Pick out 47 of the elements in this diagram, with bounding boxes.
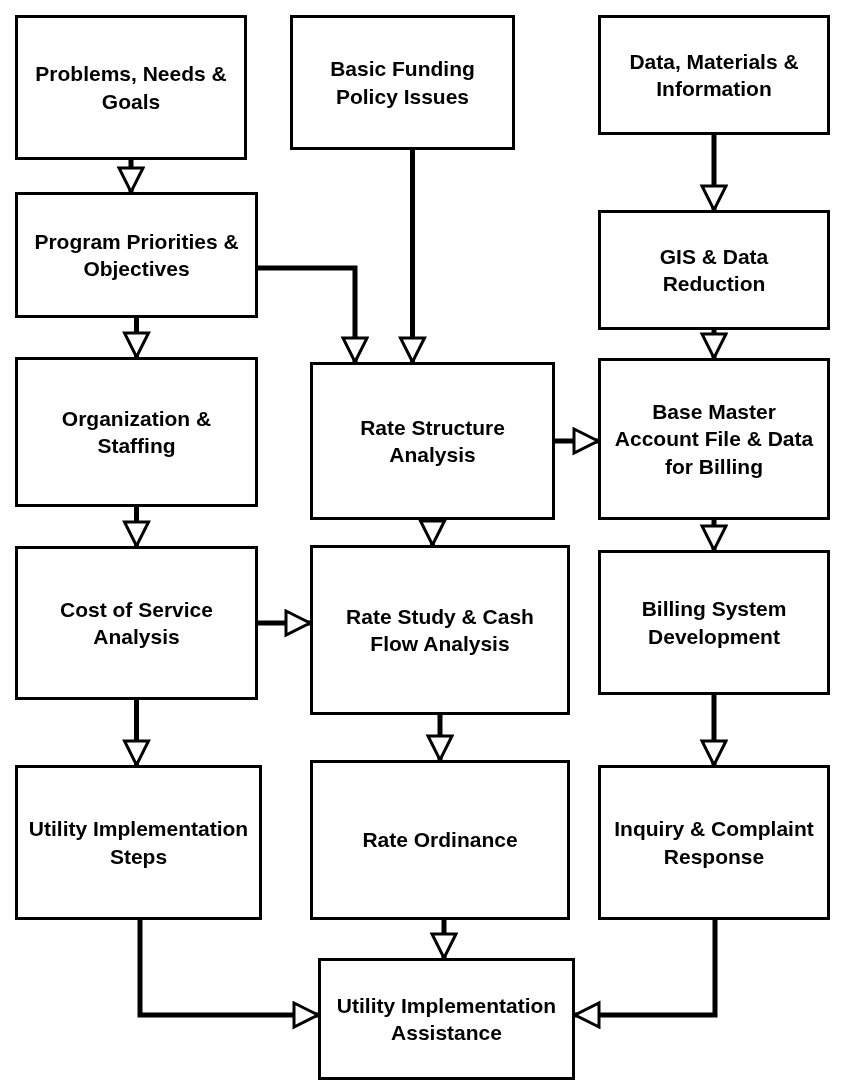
arrow [399, 150, 426, 364]
process-box [15, 192, 258, 318]
box-label: Organization & Staffing [60, 405, 213, 459]
arrow [123, 318, 150, 359]
box-label: Rate Ordinance [362, 827, 518, 854]
box-label: Rate Study & Cash Flow Analysis [345, 603, 535, 657]
box-label: Base Master Account File & Data for Billing [613, 399, 815, 480]
process-box [598, 15, 830, 135]
process-box [318, 958, 575, 1080]
box-label: Basic Funding Policy Issues [329, 56, 476, 110]
arrow [137, 920, 320, 1029]
process-box [310, 760, 570, 920]
process-box [15, 546, 258, 700]
process-box [598, 358, 830, 520]
box-label: Data, Materials & Information [628, 48, 800, 102]
arrow [700, 135, 728, 212]
arrow [430, 920, 458, 960]
process-box [598, 210, 830, 330]
box-label: Cost of Service Analysis [59, 596, 214, 650]
arrow [700, 330, 728, 360]
arrow [700, 695, 728, 767]
box-label: Program Priorities & Objectives [33, 228, 240, 282]
process-box [310, 545, 570, 715]
arrow [426, 715, 454, 762]
box-label: Utility Implementation Steps [27, 816, 250, 870]
process-box [310, 362, 555, 520]
process-box [15, 765, 262, 920]
box-label: Utility Implementation Assistance [335, 992, 558, 1046]
process-box [598, 765, 830, 920]
process-box [598, 550, 830, 695]
box-label: GIS & Data Reduction [658, 243, 770, 297]
arrow [117, 160, 145, 194]
box-label: Rate Structure Analysis [359, 414, 506, 468]
arrow [700, 520, 728, 552]
box-label: Problems, Needs & Goals [34, 61, 228, 115]
arrow [419, 519, 446, 547]
arrow [573, 920, 718, 1029]
box-label: Billing System Development [640, 596, 788, 650]
box-label: Inquiry & Complaint Response [613, 816, 815, 870]
process-box [290, 15, 515, 150]
arrow [555, 427, 600, 455]
arrow [258, 609, 312, 637]
process-box [15, 357, 258, 507]
process-box [15, 15, 247, 160]
arrow [258, 265, 369, 364]
arrow [123, 507, 150, 548]
arrow [123, 700, 150, 767]
